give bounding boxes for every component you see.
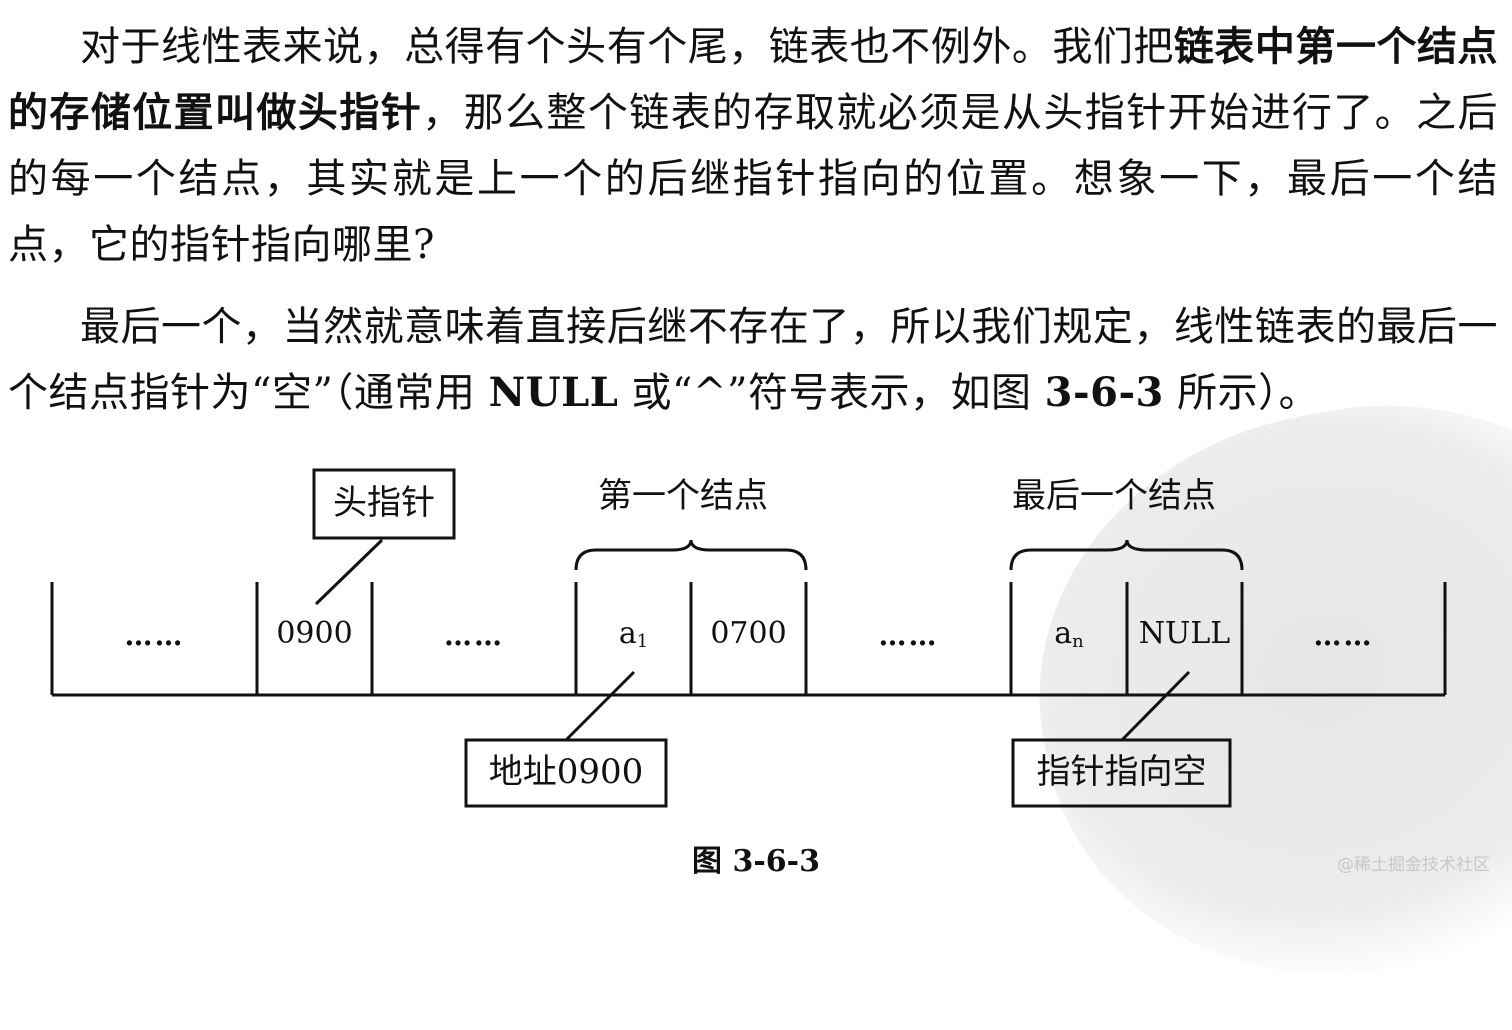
first-node-next-pointer: 0700: [710, 616, 787, 651]
figure-reference: 3-6-3: [1044, 369, 1164, 416]
null-keyword: NULL: [488, 369, 619, 416]
address-leader: [564, 670, 636, 742]
paragraph-2-text-c: 所示）。: [1163, 370, 1320, 416]
head-pointer-leader: [314, 538, 384, 606]
last-node-null-pointer: NULL: [1138, 616, 1231, 651]
paragraph-null-pointer: 最后一个，当然就意味着直接后继不存在了，所以我们规定，线性链表的最后一个结点指针…: [8, 294, 1498, 426]
paragraph-2-text-a: 最后一个，当然就意味着直接后继不存在了，所以我们规定，线性链表的最后一个结点指针…: [8, 304, 1498, 416]
paragraph-1-text-b: ，那么整个链表的存取就必须是从头指针开始进行了。之后的每一个结点，其实就是上一个…: [8, 90, 1499, 268]
data-letter: a: [618, 616, 637, 651]
data-letter: a: [1054, 616, 1073, 651]
ellipsis-cell: ……: [1313, 619, 1374, 652]
linked-list-diagram: [50, 468, 1447, 808]
address-label: 地址0900: [488, 752, 644, 792]
ellipsis-cell: ……: [878, 619, 939, 652]
paragraph-head-pointer: 对于线性表来说，总得有个头有个尾，链表也不例外。我们把链表中第一个结点的存储位置…: [8, 14, 1498, 278]
head-pointer-definition: 链表中第一个结点的存储位置叫做头指针: [8, 23, 1499, 136]
data-subscript: n: [1072, 631, 1084, 652]
figure-caption: 图 3-6-3: [692, 844, 820, 879]
null-pointer-leader: [1120, 670, 1191, 742]
null-pointer-label: 指针指向空: [1036, 752, 1207, 792]
last-node-label: 最后一个结点: [1012, 476, 1216, 516]
last-node-data: an: [1011, 616, 1127, 660]
ellipsis-cell: ……: [124, 619, 185, 652]
data-subscript: 1: [636, 631, 649, 652]
first-node-brace: [574, 539, 808, 571]
first-node-label: 第一个结点: [598, 476, 768, 516]
last-node-brace: [1009, 539, 1244, 571]
paragraph-1-text-a: 对于线性表来说，总得有个头有个尾，链表也不例外。我们把: [80, 24, 1174, 70]
head-pointer-box: [312, 468, 456, 540]
ellipsis-cell: ……: [444, 619, 504, 652]
source-credit: @稀土掘金技术社区: [1337, 855, 1490, 875]
paragraph-2-text-b: 或“^”符号表示，如图: [618, 370, 1045, 416]
null-pointer-box: [1011, 738, 1232, 808]
head-pointer-value: 0900: [276, 616, 353, 651]
head-pointer-label: 头指针: [333, 483, 435, 523]
first-node-data: a1: [576, 616, 691, 660]
